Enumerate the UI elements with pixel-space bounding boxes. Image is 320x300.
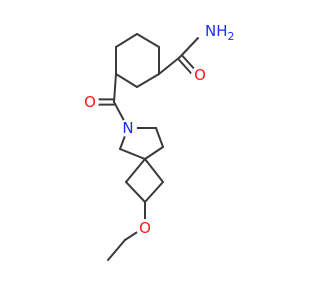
atom-background (81, 93, 99, 111)
atom-label-n_amide: NH2 (205, 22, 235, 43)
atom-symbol: N (122, 119, 133, 137)
atom-symbol: O (139, 219, 151, 237)
atom-background (119, 119, 137, 137)
atom-o_ether: O (136, 219, 154, 237)
atom-label-o_carbonyl: O (84, 93, 96, 111)
bond-r6-r1 (115, 33, 138, 48)
atom-subscript: 2 (228, 30, 235, 43)
bond-qb-ql (125, 181, 146, 203)
bond-qr-qb (144, 181, 164, 203)
atom-n_amide: NH2 (202, 18, 235, 44)
bond-r3-r4 (136, 73, 160, 88)
atom-label-n_ring: N (122, 119, 133, 137)
atom-symbol: O (84, 93, 96, 111)
bond-pb-pc (155, 127, 164, 148)
atom-symbol: NH (205, 22, 228, 40)
atom-label-o_amide: O (194, 66, 206, 84)
bond-pa-sp (119, 148, 146, 160)
atom-background (136, 219, 154, 237)
bond-r3-am (158, 56, 181, 75)
atom-background (202, 18, 228, 44)
bond-r1-r2 (136, 33, 160, 48)
atom-o_carbonyl: O (81, 93, 99, 111)
atom-label-o_ether: O (139, 219, 151, 237)
bond-r5-co (113, 73, 117, 103)
atom-o_amide: O (191, 66, 209, 84)
bond-sp-qr (144, 158, 164, 183)
bond-e1-e2 (107, 239, 126, 261)
bond-r4-r5 (115, 73, 138, 88)
bond-ql-sp (125, 158, 146, 183)
atom-n_ring: N (119, 119, 137, 137)
atom-background (191, 66, 209, 84)
bond-am-nh (179, 37, 199, 58)
atom-symbol: O (194, 66, 206, 84)
bond-sp-pb (144, 146, 164, 160)
